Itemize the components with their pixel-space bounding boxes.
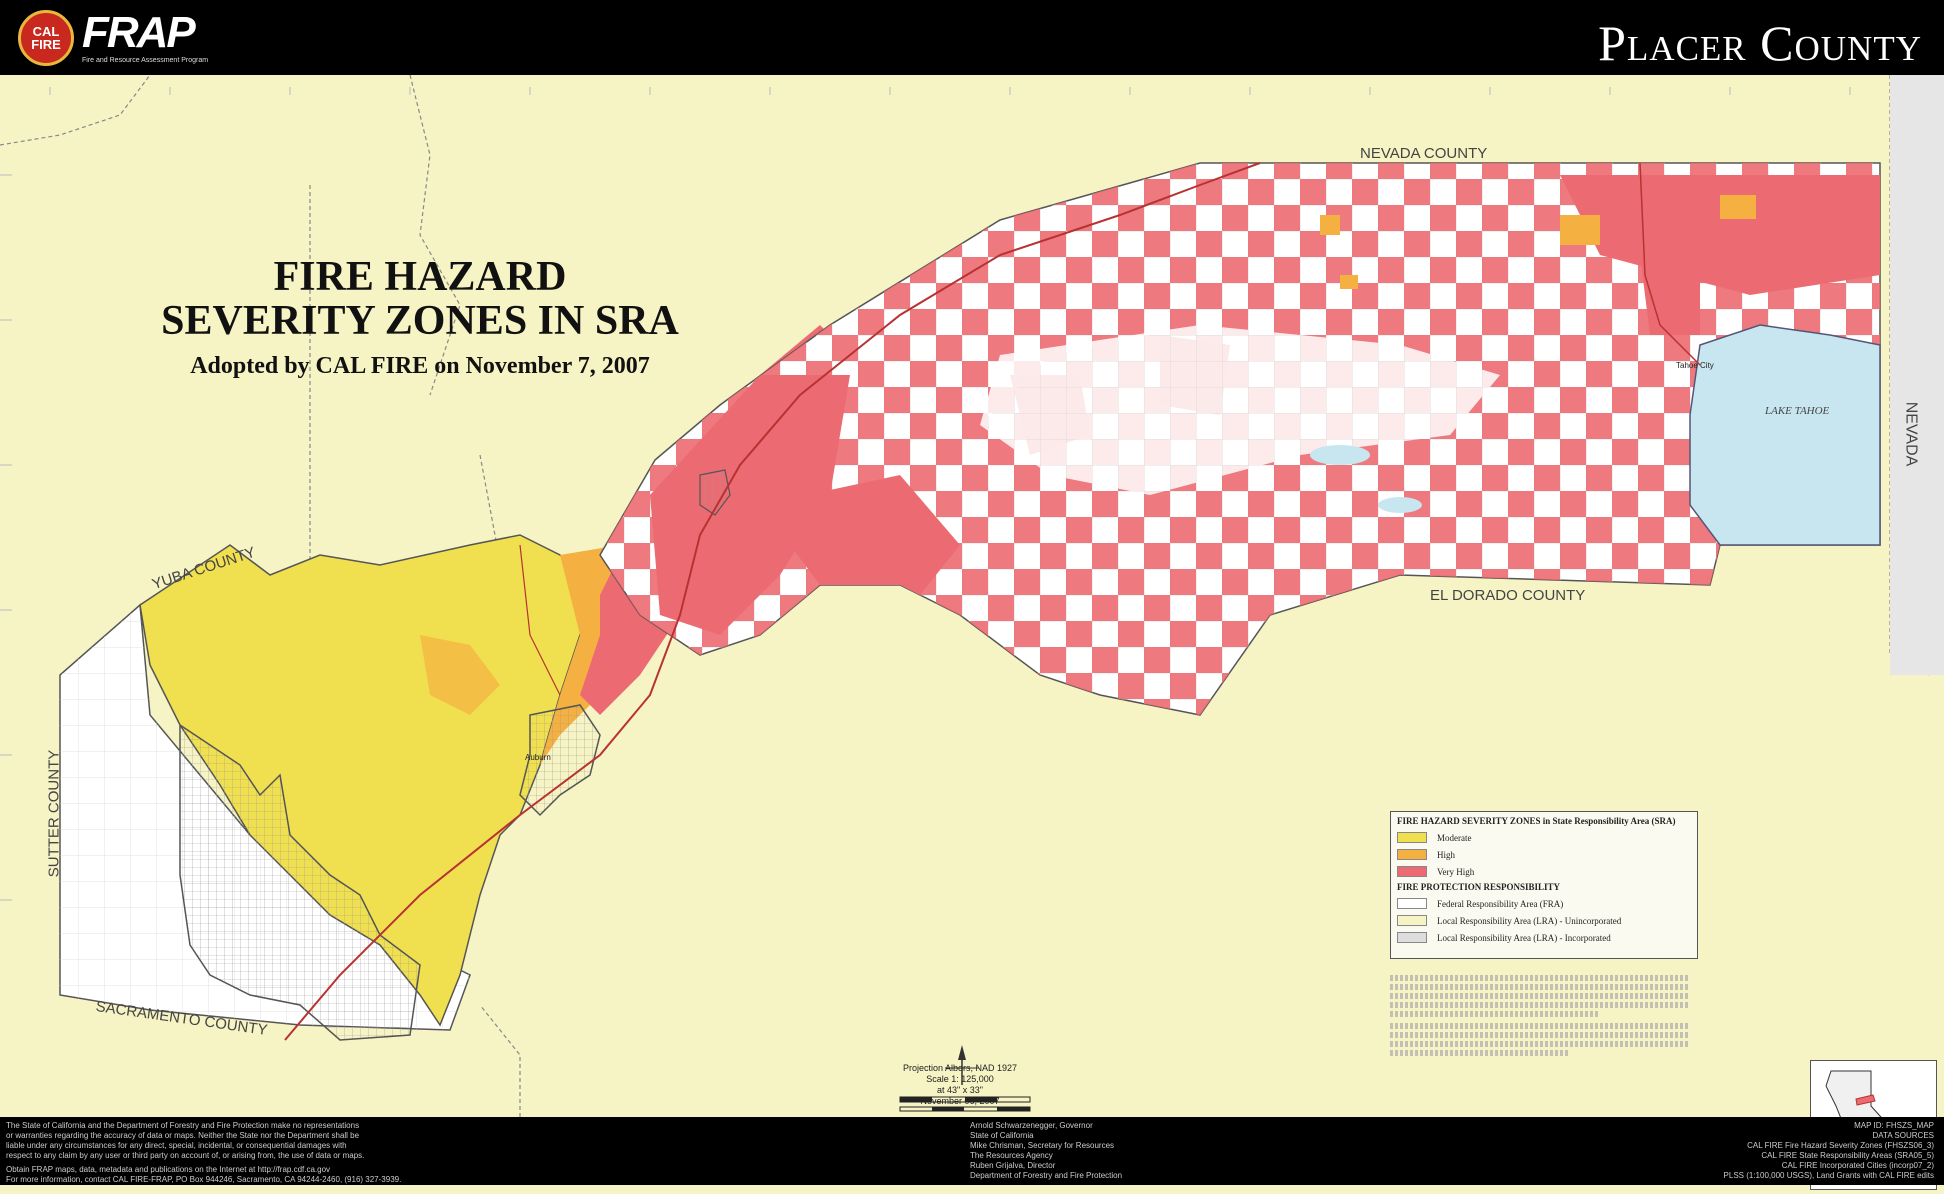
interstate-80 — [284, 162, 1261, 1041]
lra-incorporated-auburn — [519, 704, 601, 817]
legend-swatch-lra-incorporated — [1397, 932, 1427, 943]
map-area: FIRE HAZARD SEVERITY ZONES IN SRA Adopte… — [0, 74, 1944, 1190]
logo: CAL FIRE FRAP Fire and Resource Assessme… — [18, 10, 222, 66]
legend-swatch-very-high — [1397, 866, 1427, 877]
frap-subtitle: Fire and Resource Assessment Program — [82, 57, 209, 64]
high-zone-patch — [420, 635, 500, 715]
footer-text: Arnold Schwarzenegger, Governor — [970, 1121, 1093, 1130]
footer-text: PLSS (1:100,000 USGS), Land Grants with … — [1723, 1171, 1934, 1180]
legend-swatch-fra — [1397, 898, 1427, 909]
legend-row-very-high: Very High — [1397, 863, 1691, 880]
footer-text: or warranties regarding the accuracy of … — [6, 1131, 360, 1140]
footer-text: DATA SOURCES — [1872, 1131, 1935, 1140]
projection-line-3: at 43" x 33" — [937, 1085, 983, 1095]
legend-label-moderate: Moderate — [1437, 832, 1472, 843]
legend-label-fra: Federal Responsibility Area (FRA) — [1437, 898, 1564, 909]
county-title: Placer County — [1598, 15, 1922, 71]
title-subtitle: Adopted by CAL FIRE on November 7, 2007 — [190, 353, 650, 379]
label-tahoe-city: Tahoe City — [1676, 361, 1714, 370]
label-auburn: Auburn — [525, 753, 551, 762]
map-canvas — [0, 74, 1944, 1117]
lra-incorporated-colfax — [699, 469, 731, 516]
legend-label-very-high: Very High — [1437, 866, 1475, 877]
legend-row-high: High — [1397, 846, 1691, 863]
legend-swatch-high — [1397, 849, 1427, 860]
legend-swatch-moderate — [1397, 832, 1427, 843]
label-nevada-county: NEVADA COUNTY — [1360, 145, 1488, 162]
footer-disclaimer: The State of California and the Departme… — [6, 1121, 476, 1185]
footer-text: The State of California and the Departme… — [6, 1121, 360, 1130]
footer-text: Obtain FRAP maps, data, metadata and pub… — [6, 1165, 331, 1174]
legend-row-lra-unincorporated: Local Responsibility Area (LRA) - Uninco… — [1397, 912, 1691, 929]
north-arrow-icon — [945, 1045, 979, 1085]
footer-bar: The State of California and the Departme… — [0, 1117, 1944, 1185]
legend-label-lra-incorporated: Local Responsibility Area (LRA) - Incorp… — [1437, 932, 1611, 943]
nevada-state-area — [1890, 75, 1944, 675]
footer-text: respect to any claim by any user or thir… — [6, 1151, 365, 1160]
label-nevada-state: NEVADA — [1902, 401, 1920, 467]
footer-text: Department of Forestry and Fire Protecti… — [970, 1171, 1123, 1180]
legend-responsibility-heading: FIRE PROTECTION RESPONSIBILITY — [1397, 882, 1561, 892]
reservoir — [1310, 445, 1370, 465]
projection-line-4: November 06, 2007 — [920, 1096, 1000, 1106]
graticule — [0, 87, 1851, 901]
highway-89 — [1639, 162, 1701, 366]
footer-text: MAP ID: FHSZS_MAP — [1854, 1121, 1934, 1130]
frap-logo-text: FRAP — [82, 8, 196, 57]
footer-text: For more information, contact CAL FIRE-F… — [6, 1175, 402, 1184]
header-bar: CAL FIRE FRAP Fire and Resource Assessme… — [0, 0, 1944, 75]
legend-label-lra-unincorporated: Local Responsibility Area (LRA) - Uninco… — [1437, 915, 1622, 926]
label-el-dorado-county: EL DORADO COUNTY — [1430, 587, 1586, 604]
legend-row-moderate: Moderate — [1397, 829, 1691, 846]
footer-text: Ruben Grijalva, Director — [970, 1161, 1056, 1170]
footer-text: Mike Chrisman, Secretary for Resources — [970, 1141, 1115, 1150]
title-line-1: FIRE HAZARD — [273, 254, 567, 300]
reservoir — [1378, 497, 1422, 513]
label-lake-tahoe: LAKE TAHOE — [1765, 405, 1830, 417]
projection-line-2: Scale 1: 125,000 — [926, 1074, 994, 1084]
footer-officials: Arnold Schwarzenegger, Governor State of… — [970, 1121, 1210, 1181]
projection-line-1: Projection Albers, NAD 1927 — [902, 1063, 1018, 1073]
legend-fine-print — [1390, 975, 1690, 1059]
footer-text: CAL FIRE State Responsibility Areas (SRA… — [1761, 1151, 1934, 1160]
legend-row-lra-incorporated: Local Responsibility Area (LRA) - Incorp… — [1397, 929, 1691, 946]
highway-49 — [519, 544, 561, 696]
footer-text: State of California — [970, 1131, 1034, 1140]
footer-data-sources: MAP ID: FHSZS_MAP DATA SOURCES CAL FIRE … — [1634, 1121, 1934, 1181]
label-sutter-county: SUTTER COUNTY — [45, 749, 63, 878]
cal-fire-badge-icon: CAL FIRE — [18, 10, 74, 66]
legend-row-fra: Federal Responsibility Area (FRA) — [1397, 895, 1691, 912]
legend: FIRE HAZARD SEVERITY ZONES in State Resp… — [1390, 811, 1698, 959]
title-line-2: SEVERITY ZONES IN SRA — [161, 298, 679, 344]
footer-text: CAL FIRE Fire Hazard Severity Zones (FHS… — [1747, 1141, 1934, 1150]
legend-heading: FIRE HAZARD SEVERITY ZONES in State Resp… — [1397, 816, 1676, 826]
lra-incorporated-west — [179, 723, 421, 1041]
lake-tahoe — [1689, 324, 1881, 546]
footer-text: CAL FIRE Incorporated Cities (incorp07_2… — [1781, 1161, 1934, 1170]
scale-bar — [899, 1096, 1031, 1112]
footer-text: liable under any circumstances for any d… — [6, 1141, 347, 1150]
footer-text: The Resources Agency — [970, 1151, 1053, 1160]
projection-info: Projection Albers, NAD 1927 Scale 1: 125… — [880, 1063, 1040, 1107]
legend-label-high: High — [1437, 849, 1455, 860]
legend-swatch-lra-unincorporated — [1397, 915, 1427, 926]
map-title: FIRE HAZARD SEVERITY ZONES IN SRA Adopte… — [100, 255, 740, 380]
